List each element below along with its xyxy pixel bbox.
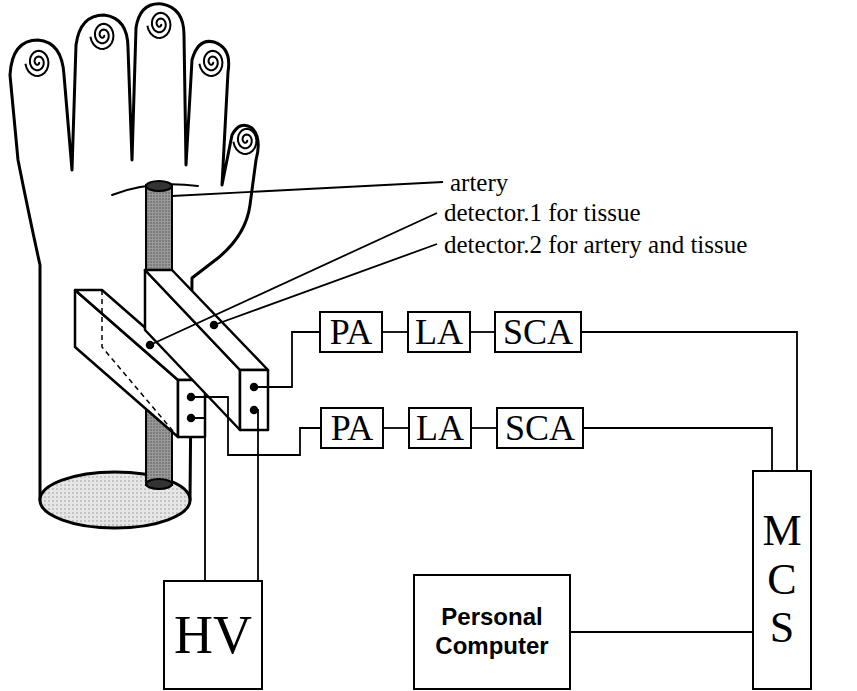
- fingerprint-spiral: [90, 24, 113, 49]
- box-label: PA: [331, 410, 374, 446]
- hand-outline: [10, 4, 258, 500]
- box-label: LA: [415, 314, 463, 350]
- amplifier-box: LA: [408, 407, 472, 449]
- connector-wire: [584, 428, 772, 470]
- box-label: MCS: [760, 507, 804, 652]
- callout-label: detector.2 for artery and tissue: [442, 232, 749, 257]
- box-label: PA: [330, 314, 373, 350]
- box-label: SCA: [505, 410, 575, 446]
- amplifier-box: LA: [407, 311, 471, 353]
- fingerprint-spiral: [199, 51, 222, 76]
- connector-wire: [471, 331, 494, 333]
- box-label: SCA: [503, 314, 573, 350]
- detector-2: [145, 270, 268, 430]
- callout-label: detector.1 for tissue: [442, 200, 642, 225]
- hv-wire: [191, 418, 205, 580]
- callout-label: artery: [448, 170, 510, 195]
- amplifier-box: PA: [320, 407, 384, 449]
- signal-wire: [254, 332, 319, 387]
- hv-wire: [254, 410, 258, 580]
- computer-box: Personal Computer: [413, 574, 571, 690]
- artery-end: [146, 181, 172, 191]
- box-label: HV: [174, 608, 252, 662]
- connector-wire: [384, 427, 408, 429]
- fingerprint-spiral: [233, 129, 256, 154]
- leader-line: [172, 182, 443, 196]
- connector-wire: [571, 631, 752, 633]
- analyzer-box: SCA: [496, 407, 584, 449]
- connector-wire: [383, 331, 407, 333]
- power-supply-box: HV: [163, 580, 263, 690]
- artery-end: [146, 479, 172, 489]
- leader-line: [150, 213, 437, 345]
- box-label: LA: [416, 410, 464, 446]
- scaler-box: MCS: [752, 470, 812, 690]
- amplifier-box: PA: [319, 311, 383, 353]
- box-label: Personal Computer: [421, 603, 563, 661]
- forearm-section: [40, 472, 190, 528]
- connector-wire: [472, 427, 496, 429]
- analyzer-box: SCA: [494, 311, 582, 353]
- connector-wire: [582, 332, 797, 470]
- fingerprint-spiral: [25, 51, 48, 76]
- fingerprint-spiral: [147, 13, 170, 38]
- signal-wire: [191, 397, 320, 455]
